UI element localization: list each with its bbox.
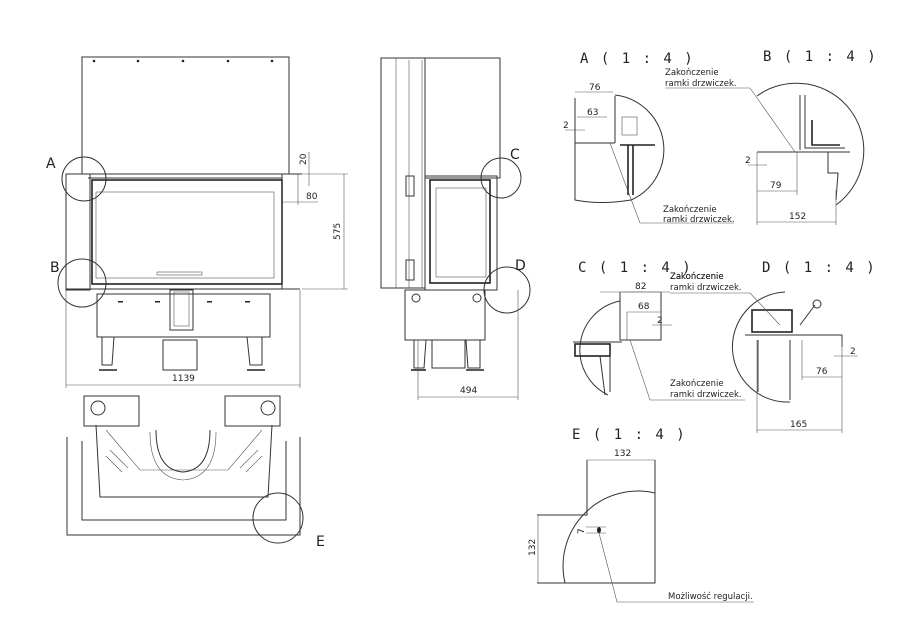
detail-e-dim-7: 7 — [577, 528, 587, 534]
detail-e-dim-width: 132 — [614, 449, 631, 459]
callout-c: C — [510, 147, 520, 163]
callout-e: E — [316, 534, 325, 550]
detail-d-title: D ( 1 : 4 ) — [762, 260, 877, 276]
detail-d-dim-165: 165 — [790, 420, 807, 430]
detail-e-dim-height: 132 — [528, 539, 538, 556]
detail-d-dim-76: 76 — [816, 367, 828, 377]
detail-a-title: A ( 1 : 4 ) — [580, 51, 695, 67]
dim-depth: 494 — [460, 386, 477, 396]
detail-a-note-1: Zakończenie — [663, 205, 717, 215]
detail-e-title: E ( 1 : 4 ) — [572, 427, 687, 443]
dim-top-offset: 20 — [299, 153, 309, 165]
side-view: 494 C D — [380, 57, 531, 400]
detail-c-dim-2: 2 — [657, 316, 663, 326]
detail-c: C ( 1 : 4 ) 82 68 2 Zakończenie ramki dr… — [573, 260, 745, 401]
detail-c-dim-68: 68 — [638, 302, 650, 312]
detail-b-dim-2: 2 — [745, 156, 751, 166]
detail-c-note-3: Zakończenie — [670, 379, 724, 389]
detail-c-note-4: ramki drzwiczek. — [670, 390, 742, 400]
dim-side-offset: 80 — [306, 192, 318, 202]
detail-b: B ( 1 : 4 ) 79 152 2 Zakończenie ramki d… — [665, 49, 878, 225]
detail-c-title: C ( 1 : 4 ) — [578, 260, 693, 276]
detail-a-note-2: ramki drzwiczek. — [663, 215, 735, 225]
callout-b: B — [50, 260, 60, 276]
callout-a: A — [46, 156, 56, 172]
detail-b-note-2: ramki drzwiczek. — [665, 79, 737, 89]
detail-a-dim-2: 2 — [563, 121, 569, 131]
bottom-view: E — [66, 395, 325, 550]
detail-b-dim-79: 79 — [770, 181, 782, 191]
detail-a-dim-76: 76 — [589, 83, 601, 93]
detail-e: E ( 1 : 4 ) 132 132 7 Możliwość regulacj… — [528, 427, 754, 603]
detail-b-title: B ( 1 : 4 ) — [763, 49, 878, 65]
detail-b-note-1: Zakończenie — [665, 68, 719, 78]
detail-d: D ( 1 : 4 ) 76 165 2 Zakończenie — [670, 260, 877, 433]
dim-width: 1139 — [172, 374, 195, 384]
detail-b-dim-152: 152 — [789, 212, 806, 222]
detail-d-note-1: Zakończenie — [670, 272, 724, 282]
detail-a: A ( 1 : 4 ) 76 63 2 Zakończenie ramki dr… — [563, 51, 735, 225]
detail-e-note: Możliwość regulacji. — [668, 591, 753, 602]
dim-height: 575 — [333, 223, 343, 240]
detail-a-dim-63: 63 — [587, 108, 598, 118]
detail-d-dim-2: 2 — [850, 347, 856, 357]
detail-c-note-2: ramki drzwiczek. — [670, 283, 742, 293]
detail-c-dim-82: 82 — [635, 282, 646, 292]
detail-c-note-1: Zakończenie — [670, 272, 724, 282]
front-view: 1139 575 20 80 A B — [46, 56, 348, 388]
callout-d: D — [515, 258, 526, 274]
